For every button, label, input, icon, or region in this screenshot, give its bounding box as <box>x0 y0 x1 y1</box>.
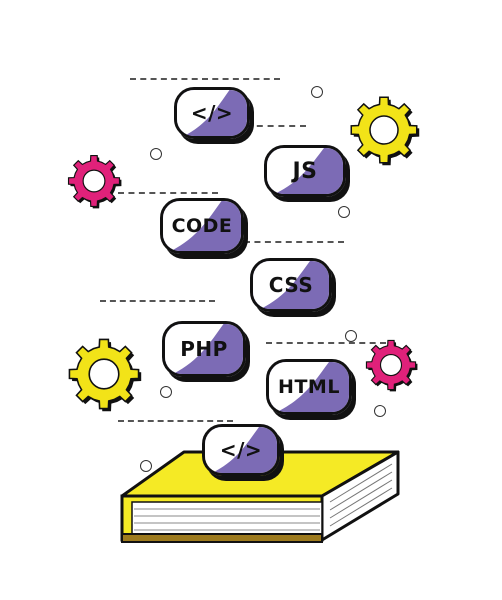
code-tag-top: </> <box>174 87 250 139</box>
gear-yellow-top-right-icon <box>350 96 420 166</box>
php-tag: PHP <box>162 321 246 377</box>
tag-label: JS <box>292 158 318 184</box>
css-tag: CSS <box>250 258 332 312</box>
dot <box>311 86 323 98</box>
dot <box>374 405 386 417</box>
dot <box>160 386 172 398</box>
code-tag: CODE <box>160 198 244 254</box>
code-tag-bottom: </> <box>202 424 280 476</box>
dashed-line <box>266 342 386 344</box>
tag-label: HTML <box>278 376 340 398</box>
dashed-line <box>100 300 215 302</box>
dashed-line <box>244 241 344 243</box>
tag-label: CODE <box>171 215 233 237</box>
dot <box>338 206 350 218</box>
gear-magenta-right-icon <box>365 339 418 392</box>
dashed-line <box>118 192 218 194</box>
dashed-line <box>118 420 233 422</box>
js-tag: JS <box>264 145 346 197</box>
tag-label: PHP <box>180 337 228 361</box>
gear-magenta-left-icon <box>67 154 122 209</box>
tag-label: </> <box>190 101 234 125</box>
book-icon <box>120 450 400 543</box>
dot <box>150 148 162 160</box>
tag-label: </> <box>219 438 263 462</box>
tag-label: CSS <box>268 273 314 297</box>
gear-yellow-bottom-left-icon <box>68 338 142 412</box>
dot <box>345 330 357 342</box>
html-tag: HTML <box>266 359 352 415</box>
dashed-line <box>246 125 306 127</box>
dashed-line <box>130 78 280 80</box>
dot <box>140 460 152 472</box>
